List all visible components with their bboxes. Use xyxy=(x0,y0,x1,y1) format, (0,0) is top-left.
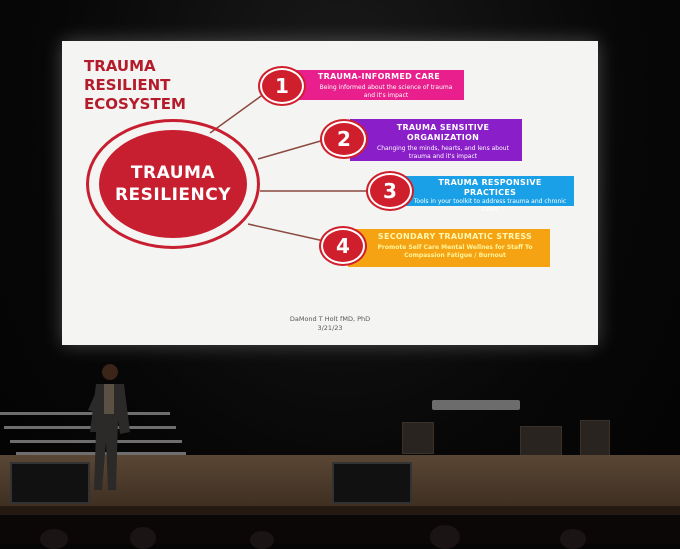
item-2-heading: TRAUMA SENSITIVE ORGANIZATION xyxy=(396,123,490,142)
slide-date: 3/21/23 xyxy=(317,324,343,332)
slide-title: TRAUMA RESILIENT ECOSYSTEM xyxy=(84,57,234,114)
item-3-heading: TRAUMA RESPONSIVE PRACTICES xyxy=(438,178,542,197)
item-4-heading: SECONDARY TRAUMATIC STRESS xyxy=(377,232,533,241)
amplifier-1 xyxy=(402,422,434,454)
item-4-number: 4 xyxy=(321,228,365,264)
slide-title-line-1: TRAUMA xyxy=(84,57,156,75)
item-1-box: TRAUMA-INFORMED CARE Being informed abou… xyxy=(294,70,464,100)
connector-2 xyxy=(257,139,325,160)
amplifier-2 xyxy=(520,426,562,458)
amplifier-3 xyxy=(580,420,610,456)
connector-lines xyxy=(209,90,369,242)
item-3-number: 3 xyxy=(368,173,412,209)
center-label-line-2: RESILIENCY xyxy=(114,185,232,205)
audience-area xyxy=(0,515,680,549)
item-2-number: 2 xyxy=(322,121,366,157)
keyboard-instrument xyxy=(432,400,520,410)
item-1-description: Being informed about the science of trau… xyxy=(319,84,453,99)
item-2-box: TRAUMA SENSITIVE ORGANIZATION Changing t… xyxy=(350,119,522,161)
item-3-box: TRAUMA RESPONSIVE PRACTICES Tools in you… xyxy=(394,176,574,213)
slide-author: DaMond T Holt fMD, PhD xyxy=(289,315,371,323)
item-3-description: Tools in your toolkit to address trauma … xyxy=(413,198,567,213)
slide-author-block: DaMond T Holt fMD, PhD 3/21/23 xyxy=(62,315,598,333)
item-1-number: 1 xyxy=(260,68,304,104)
item-4-description: Promote Self Care Mental Wellnes for Sta… xyxy=(377,244,533,259)
item-4-box: SECONDARY TRAUMATIC STRESS Promote Self … xyxy=(348,229,550,267)
stage-monitor-left xyxy=(10,462,90,504)
item-2-description: Changing the minds, hearts, and lens abo… xyxy=(377,145,509,160)
projection-screen: TRAUMA RESILIENT ECOSYSTEM TRAUMA RESILI… xyxy=(62,41,598,345)
center-circle-ring xyxy=(86,119,260,249)
connector-1 xyxy=(209,90,269,134)
stage-monitor-center xyxy=(332,462,412,504)
item-1-heading: TRAUMA-INFORMED CARE xyxy=(317,72,441,81)
center-label-line-1: TRAUMA xyxy=(130,163,216,183)
center-circle: TRAUMA RESILIENCY xyxy=(99,130,247,238)
connector-4 xyxy=(247,223,325,242)
speaker-person xyxy=(88,364,130,490)
slide-title-line-2: RESILIENT xyxy=(84,76,171,94)
slide-title-line-3: ECOSYSTEM xyxy=(84,95,186,113)
